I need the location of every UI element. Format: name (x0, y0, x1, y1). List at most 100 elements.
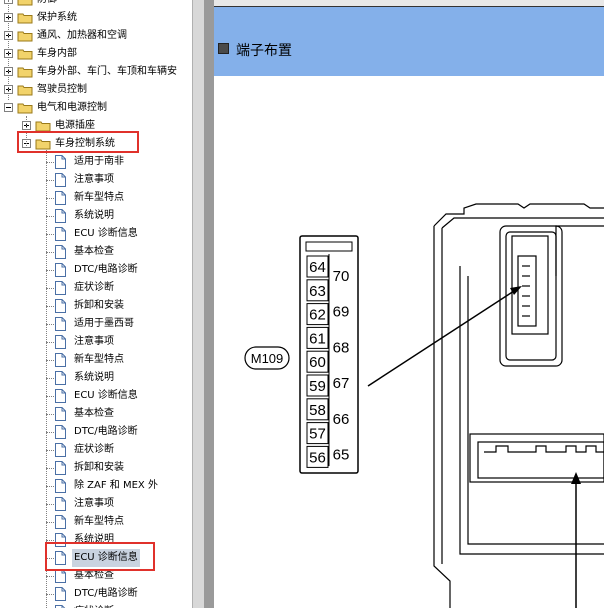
tree-item[interactable]: ECU 诊断信息 (0, 549, 192, 567)
document-icon (55, 443, 66, 457)
tree-item[interactable]: 注意事项 (0, 333, 192, 351)
tree-item-label: 电气和电源控制 (37, 102, 107, 113)
folder-icon (17, 66, 33, 78)
tree-item-label: DTC/电路诊断 (74, 426, 138, 437)
section-title: 端子布置 (236, 43, 292, 59)
document-icon (55, 281, 66, 295)
tree-item[interactable]: 驾驶员控制 (0, 81, 192, 99)
tree-item-label: 基本检查 (74, 246, 114, 257)
tree-scrollbar[interactable] (192, 0, 204, 608)
document-icon (55, 209, 66, 223)
tree-item-label: 保护系统 (37, 12, 77, 23)
pin-number: 59 (309, 378, 326, 395)
document-icon (55, 515, 66, 529)
pin-number: 64 (309, 259, 326, 276)
tree-item-label: 电源插座 (55, 120, 95, 131)
folder-icon (17, 30, 33, 42)
tree-item[interactable]: 基本检查 (0, 567, 192, 585)
document-icon (55, 191, 66, 205)
tree-item[interactable]: 症状诊断 (0, 603, 192, 608)
tree-item-label: 新车型特点 (74, 516, 124, 527)
tree-item-label: 系统说明 (74, 210, 114, 221)
pin-number: 67 (333, 375, 350, 392)
top-panel (214, 0, 604, 7)
tree-item[interactable]: 症状诊断 (0, 441, 192, 459)
navigation-tree: 防御保护系统通风、加热器和空调车身内部车身外部、车门、车顶和车辆安驾驶员控制电气… (0, 0, 192, 608)
pin-number: 62 (309, 307, 326, 324)
tree-item-label: 症状诊断 (74, 444, 114, 455)
document-icon (55, 389, 66, 403)
pin-number: 70 (333, 268, 350, 285)
tree-item[interactable]: 新车型特点 (0, 351, 192, 369)
tree-item-label: ECU 诊断信息 (74, 390, 138, 401)
highlight-box (17, 131, 139, 153)
tree-item-label: 车身外部、车门、车顶和车辆安 (37, 66, 177, 77)
tree-item-label: 适用于墨西哥 (74, 318, 134, 329)
document-icon (55, 155, 66, 169)
tree-item-label: DTC/电路诊断 (74, 264, 138, 275)
tree-item-label: 基本检查 (74, 570, 114, 581)
tree-item[interactable]: 通风、加热器和空调 (0, 27, 192, 45)
tree-item-label: 车身内部 (37, 48, 77, 59)
pin-number: 56 (309, 449, 326, 466)
document-icon (55, 587, 66, 601)
tree-item[interactable]: 注意事项 (0, 495, 192, 513)
document-icon (55, 425, 66, 439)
folder-icon (17, 0, 33, 6)
tree-item[interactable]: DTC/电路诊断 (0, 423, 192, 441)
document-icon (55, 353, 66, 367)
tree-item[interactable]: 适用于南非 (0, 153, 192, 171)
tree-item[interactable]: 适用于墨西哥 (0, 315, 192, 333)
tree-item-label: ECU 诊断信息 (72, 549, 140, 567)
folder-icon (17, 12, 33, 24)
tree-item-label: 拆卸和安装 (74, 462, 124, 473)
document-icon (55, 245, 66, 259)
tree-item[interactable]: 基本检查 (0, 405, 192, 423)
tree-item-label: 适用于南非 (74, 156, 124, 167)
tree-item[interactable]: 车身外部、车门、车顶和车辆安 (0, 63, 192, 81)
document-icon (55, 263, 66, 277)
pin-number: 57 (309, 426, 326, 443)
ecu-unit (433, 203, 604, 608)
pin-number: 60 (309, 354, 326, 371)
tree-item-label: 通风、加热器和空调 (37, 30, 127, 41)
tree-item[interactable]: 车身内部 (0, 45, 192, 63)
tree-item-label: 车身控制系统 (55, 138, 115, 149)
connector-label: M109 (251, 351, 284, 366)
tree-item-label: 基本检查 (74, 408, 114, 419)
tree-item-label: DTC/电路诊断 (74, 588, 138, 599)
pin-number: 69 (333, 304, 350, 321)
highlight-box (45, 542, 155, 571)
tree-item-label: 系统说明 (74, 372, 114, 383)
tree-item[interactable]: 新车型特点 (0, 513, 192, 531)
tree-item[interactable]: 系统说明 (0, 207, 192, 225)
document-icon (55, 299, 66, 313)
tree-item[interactable]: 拆卸和安装 (0, 297, 192, 315)
document-icon (55, 461, 66, 475)
pane-splitter[interactable] (204, 0, 214, 608)
connector-label-group: M109 (244, 346, 290, 370)
tree-item[interactable]: 基本检查 (0, 243, 192, 261)
tree-item[interactable]: 系统说明 (0, 369, 192, 387)
document-icon (55, 173, 66, 187)
tree-item[interactable]: 注意事项 (0, 171, 192, 189)
tree-item[interactable]: 症状诊断 (0, 279, 192, 297)
tree-item[interactable]: 电气和电源控制 (0, 99, 192, 117)
tree-item[interactable]: 新车型特点 (0, 189, 192, 207)
pin-number: 68 (333, 339, 350, 356)
folder-icon (17, 102, 33, 114)
tree-item[interactable]: 除 ZAF 和 MEX 外 (0, 477, 192, 495)
tree-item[interactable]: 保护系统 (0, 9, 192, 27)
collapse-icon[interactable] (4, 103, 13, 112)
tree-item-label: 新车型特点 (74, 354, 124, 365)
tree-item[interactable]: 拆卸和安装 (0, 459, 192, 477)
folder-icon (35, 138, 51, 150)
tree-item[interactable]: DTC/电路诊断 (0, 261, 192, 279)
tree-item[interactable]: ECU 诊断信息 (0, 387, 192, 405)
tree-item[interactable]: ECU 诊断信息 (0, 225, 192, 243)
tree-item[interactable]: DTC/电路诊断 (0, 585, 192, 603)
tree-item[interactable]: 防御 (0, 0, 192, 9)
